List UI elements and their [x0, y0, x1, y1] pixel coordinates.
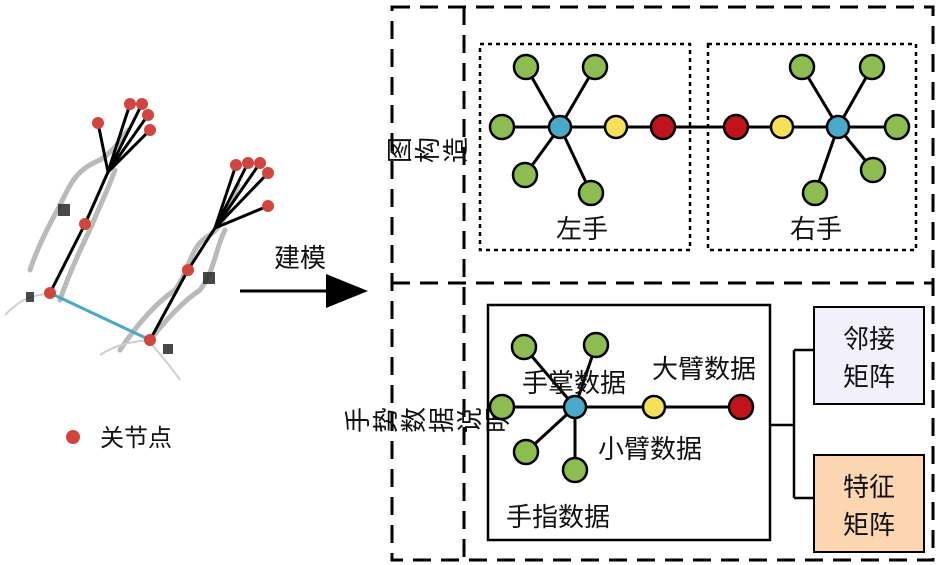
joint-dot — [230, 159, 242, 171]
palm-node — [562, 394, 588, 420]
finger-node — [488, 113, 516, 141]
bone — [83, 170, 110, 226]
finger-bone — [213, 204, 270, 230]
finger-node — [581, 53, 609, 81]
forearm-data-label: 小臂数据 — [598, 435, 702, 465]
matrix-bracket — [770, 348, 814, 500]
joint-dot — [182, 264, 194, 276]
finger-node — [512, 53, 540, 81]
shoulder-link — [49, 291, 151, 342]
joint-dot — [262, 167, 274, 179]
finger-node — [859, 156, 887, 184]
finger-bone — [106, 128, 152, 174]
palm-node — [547, 114, 573, 140]
right-hand-label: 右手 — [790, 215, 842, 245]
joint-dot — [92, 117, 104, 129]
graph-section-title: 图构造 — [386, 137, 472, 163]
joint-dot — [79, 218, 91, 230]
adjacency-matrix-box — [813, 306, 925, 405]
outer-dashed-frame — [390, 5, 935, 562]
sketch-patch — [163, 344, 173, 354]
feature-matrix-label-line1: 特征 — [843, 473, 895, 503]
joint-dot — [144, 124, 156, 136]
skeleton-illustration — [4, 98, 274, 381]
finger-node — [510, 333, 538, 361]
finger-node — [577, 179, 605, 207]
finger-node — [858, 53, 886, 81]
finger-node — [512, 438, 540, 466]
joint-dot — [44, 287, 56, 299]
upper-arm-node — [649, 113, 677, 141]
joint-dot — [144, 334, 156, 346]
joint-dot — [262, 200, 274, 212]
feature-matrix-label-line2: 矩阵 — [843, 511, 895, 541]
upper-arm-data-label: 大臂数据 — [652, 355, 756, 385]
bone — [186, 226, 217, 272]
upper-arm-node — [727, 393, 755, 421]
joint-dot — [142, 109, 154, 121]
finger-node — [582, 331, 610, 359]
sketch-patch — [26, 292, 34, 302]
joint-dot — [136, 98, 148, 110]
finger-node — [788, 53, 816, 81]
finger-node — [511, 161, 539, 189]
gesture-graph-box — [486, 303, 772, 542]
feature-matrix-box — [813, 454, 925, 553]
forearm-node — [769, 114, 795, 140]
adjacency-matrix-label-line2: 矩阵 — [843, 363, 895, 393]
finger-bone — [106, 102, 132, 174]
finger-bone — [213, 171, 270, 230]
finger-bone — [213, 161, 262, 230]
finger-node — [801, 179, 829, 207]
finger-data-label: 手指数据 — [506, 503, 610, 533]
finger-node — [488, 393, 516, 421]
upper-arm-node — [722, 113, 750, 141]
joint-dot — [242, 157, 254, 169]
right-hand-box — [706, 42, 918, 252]
joint-dot — [254, 157, 266, 169]
palm-node — [825, 114, 851, 140]
sketch-patch — [203, 272, 215, 284]
bone — [148, 268, 190, 342]
joint-dot — [124, 98, 136, 110]
forearm-node — [641, 394, 667, 420]
modeling-arrow — [240, 274, 368, 308]
finger-node — [883, 113, 911, 141]
finger-bone — [213, 163, 238, 230]
finger-node — [561, 456, 589, 484]
left-hand-box — [478, 42, 692, 252]
adjacency-matrix-label-line1: 邻接 — [843, 325, 895, 355]
palm-data-label: 手掌数据 — [522, 369, 626, 399]
legend-joint-dot — [66, 430, 80, 444]
finger-bone — [96, 121, 110, 174]
finger-bone — [106, 102, 144, 174]
sketch-patch — [58, 204, 70, 216]
finger-bone — [213, 161, 250, 230]
arrow-label: 建模 — [274, 244, 326, 274]
left-hand-label: 左手 — [556, 215, 608, 245]
bone — [48, 222, 87, 295]
forearm-node — [603, 114, 629, 140]
legend-label: 关节点 — [100, 424, 172, 452]
finger-bone — [106, 113, 150, 174]
